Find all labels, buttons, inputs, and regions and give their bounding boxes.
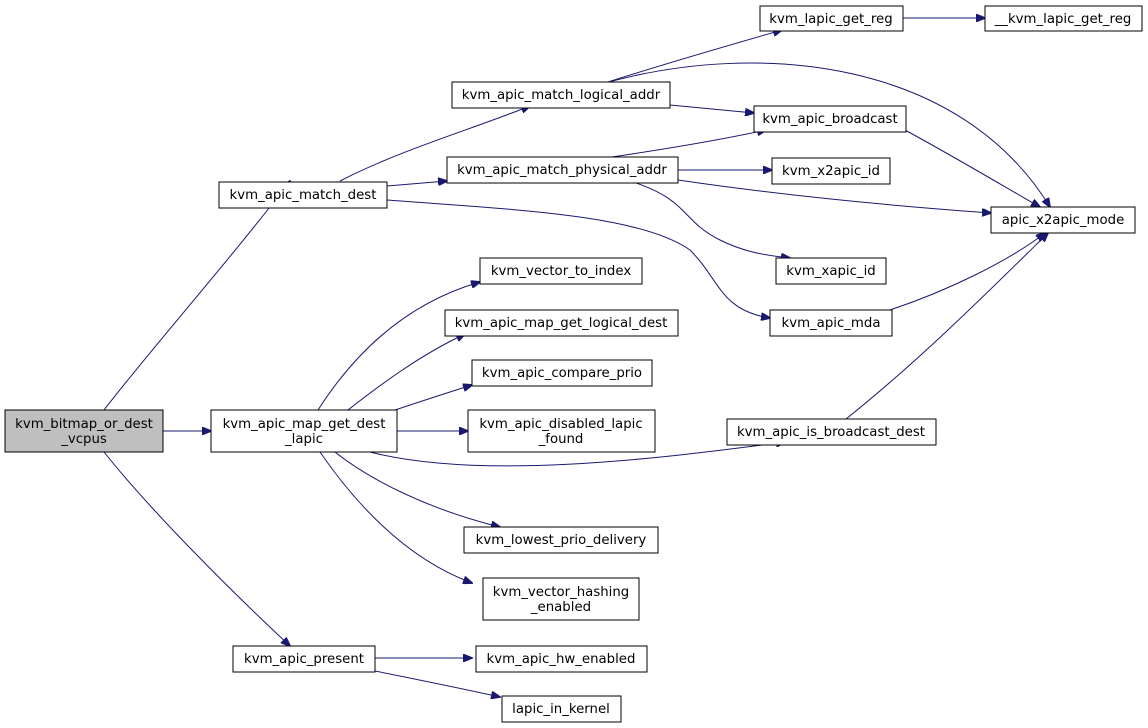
node-label-line: _vcpus xyxy=(60,432,107,447)
edge-bitmap-to-apic-present xyxy=(103,451,290,646)
node-label-line: kvm_apic_map_get_logical_dest xyxy=(455,316,668,331)
edge-map-to-compare-prio xyxy=(385,385,472,414)
node-label-line: _lapic xyxy=(284,432,323,447)
node-label-line: __kvm_lapic_get_reg xyxy=(994,12,1132,27)
edge-match-logical-to-x2apic-mode xyxy=(604,62,1050,207)
node-kvm-apic-present[interactable]: kvm_apic_present xyxy=(232,645,376,673)
edge-match-dest-to-match-physical xyxy=(386,181,447,187)
node-lapic-in-kernel[interactable]: lapic_in_kernel xyxy=(501,695,622,723)
edge-map-to-vector-hashing xyxy=(319,451,472,583)
edge-map-to-is-broadcast xyxy=(369,442,785,467)
node-kvm-vector-hashing-enabled[interactable]: kvm_vector_hashing _enabled xyxy=(482,577,640,621)
node-kvm-vector-to-index[interactable]: kvm_vector_to_index xyxy=(479,257,643,285)
node-kvm-lowest-prio-delivery[interactable]: kvm_lowest_prio_delivery xyxy=(463,526,659,554)
node-kvm-apic-match-logical-addr[interactable]: kvm_apic_match_logical_addr xyxy=(451,81,671,109)
node-apic-x2apic-mode[interactable]: apic_x2apic_mode xyxy=(990,206,1136,234)
node-kvm-apic-map-get-dest-lapic[interactable]: kvm_apic_map_get_dest _lapic xyxy=(210,409,398,453)
edge-map-to-lowest-prio xyxy=(334,451,500,527)
node-label-line: kvm_apic_broadcast xyxy=(762,112,897,127)
node-label-line: kvm_apic_disabled_lapic xyxy=(479,417,642,432)
edge-map-to-logical-dest xyxy=(347,334,465,411)
node-label-line: kvm_apic_match_logical_addr xyxy=(462,88,661,103)
node-label-line: apic_x2apic_mode xyxy=(1002,213,1125,228)
node-label-line: kvm_bitmap_or_dest xyxy=(15,417,153,432)
node-kvm-apic-is-broadcast-dest[interactable]: kvm_apic_is_broadcast_dest xyxy=(726,418,937,446)
node-kvm-apic-disabled-lapic-found[interactable]: kvm_apic_disabled_lapic _found xyxy=(467,409,656,453)
node-layer: kvm_bitmap_or_dest _vcpus kvm_apic_match… xyxy=(4,5,1143,723)
node-kvm-xapic-id[interactable]: kvm_xapic_id xyxy=(775,257,887,285)
edge-broadcast-to-x2apic-mode xyxy=(904,129,1040,207)
node-internal-kvm-lapic-get-reg[interactable]: __kvm_lapic_get_reg xyxy=(984,5,1143,32)
edge-bitmap-to-match-dest xyxy=(103,181,290,411)
node-label-line: kvm_apic_map_get_dest xyxy=(223,417,386,432)
node-label-line: kvm_apic_is_broadcast_dest xyxy=(737,425,925,440)
node-kvm-apic-broadcast[interactable]: kvm_apic_broadcast xyxy=(753,105,907,133)
node-kvm-apic-match-dest[interactable]: kvm_apic_match_dest xyxy=(218,181,388,209)
node-label-line: lapic_in_kernel xyxy=(512,702,610,717)
edge-match-dest-to-match-logical xyxy=(339,106,530,182)
node-label-line: _found xyxy=(538,432,584,447)
node-kvm-apic-compare-prio[interactable]: kvm_apic_compare_prio xyxy=(471,359,653,387)
edge-is-broadcast-to-x2apic-mode xyxy=(845,233,1048,420)
node-label-line: kvm_apic_compare_prio xyxy=(482,366,642,381)
edge-map-to-vector-to-index xyxy=(317,282,480,411)
node-kvm-lapic-get-reg[interactable]: kvm_lapic_get_reg xyxy=(759,5,904,32)
node-label-line: _enabled xyxy=(530,600,591,615)
node-kvm-apic-map-get-logical-dest[interactable]: kvm_apic_map_get_logical_dest xyxy=(444,309,679,337)
node-label-line: kvm_xapic_id xyxy=(786,264,875,279)
edge-layer xyxy=(103,18,1050,697)
node-kvm-apic-mda[interactable]: kvm_apic_mda xyxy=(769,309,893,337)
edge-match-physical-to-x2apic-mode xyxy=(677,179,991,213)
edge-mda-to-x2apic-mode xyxy=(889,233,1045,311)
node-label-line: kvm_lapic_get_reg xyxy=(769,12,892,27)
edge-match-logical-to-broadcast xyxy=(669,104,754,113)
node-label-line: kvm_lowest_prio_delivery xyxy=(476,533,647,548)
node-label-line: kvm_apic_hw_enabled xyxy=(487,652,636,667)
edge-match-physical-to-broadcast xyxy=(604,130,766,159)
edge-match-physical-to-xapic-id xyxy=(629,180,790,258)
node-label-line: kvm_apic_present xyxy=(244,652,364,667)
node-label-line: kvm_apic_match_physical_addr xyxy=(457,163,667,178)
node-label-line: kvm_x2apic_id xyxy=(782,164,880,179)
node-label-line: kvm_vector_hashing xyxy=(493,585,630,600)
node-label-line: kvm_apic_match_dest xyxy=(230,188,377,203)
node-label-line: kvm_apic_mda xyxy=(782,316,881,331)
node-kvm-bitmap-or-dest-vcpus[interactable]: kvm_bitmap_or_dest _vcpus xyxy=(4,409,164,453)
node-kvm-apic-match-physical-addr[interactable]: kvm_apic_match_physical_addr xyxy=(446,156,679,184)
node-kvm-apic-hw-enabled[interactable]: kvm_apic_hw_enabled xyxy=(475,645,648,673)
edge-match-logical-to-lapic-get-reg xyxy=(604,30,782,84)
node-kvm-x2apic-id[interactable]: kvm_x2apic_id xyxy=(771,157,891,185)
edge-match-dest-to-mda xyxy=(386,199,770,318)
edge-present-to-lapic-in-kernel xyxy=(369,669,500,697)
node-label-line: kvm_vector_to_index xyxy=(491,264,632,279)
